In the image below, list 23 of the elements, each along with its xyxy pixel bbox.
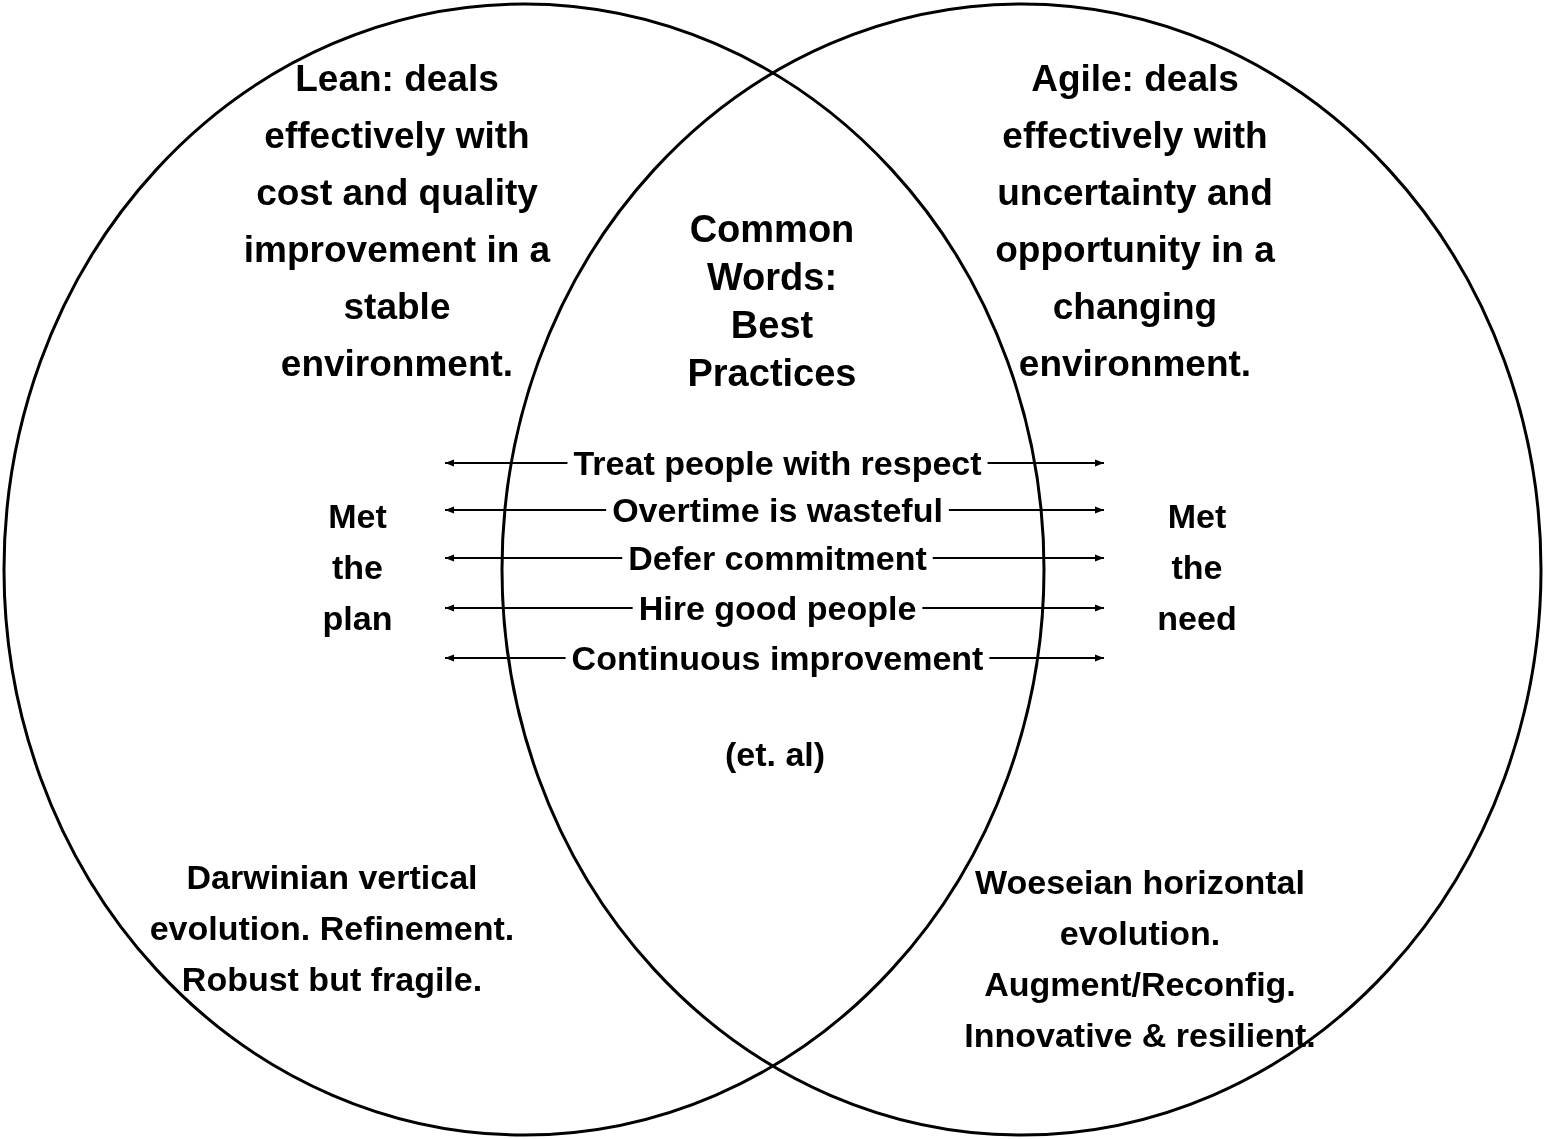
arrow xyxy=(444,654,567,662)
arrow xyxy=(444,604,634,612)
practice-text: Continuous improvement xyxy=(571,636,984,680)
arrow xyxy=(444,459,569,467)
arrow xyxy=(444,554,624,562)
arrow xyxy=(986,459,1105,467)
practice-text: Hire good people xyxy=(638,586,917,630)
note-text: (et. al) xyxy=(723,734,827,775)
description-text: Darwinian vertical evolution. Refinement. Robust but fragile. xyxy=(148,857,516,1000)
description-text: Lean: deals effectively with cost and quality improvement in a stable environment. xyxy=(242,57,552,386)
practice-text: Treat people with respect xyxy=(573,441,982,485)
practice-text: Overtime is wasteful xyxy=(612,488,943,532)
arrow xyxy=(931,554,1105,562)
practice-text: Defer commitment xyxy=(628,536,927,580)
arrow xyxy=(921,604,1105,612)
outcome-text: Met the plan xyxy=(321,496,394,639)
description-text: Woeseian horizontal evolution. Augment/Reconfig. Innovative & resilient. xyxy=(963,862,1317,1056)
arrow xyxy=(947,506,1105,514)
heading-text: Common Words: Best Practices xyxy=(686,207,858,396)
arrow xyxy=(988,654,1105,662)
description-text: Agile: deals effectively with uncertainty and opportunity in a changing environment. xyxy=(994,57,1276,386)
arrow xyxy=(444,506,608,514)
outcome-text: Met the need xyxy=(1156,496,1238,639)
